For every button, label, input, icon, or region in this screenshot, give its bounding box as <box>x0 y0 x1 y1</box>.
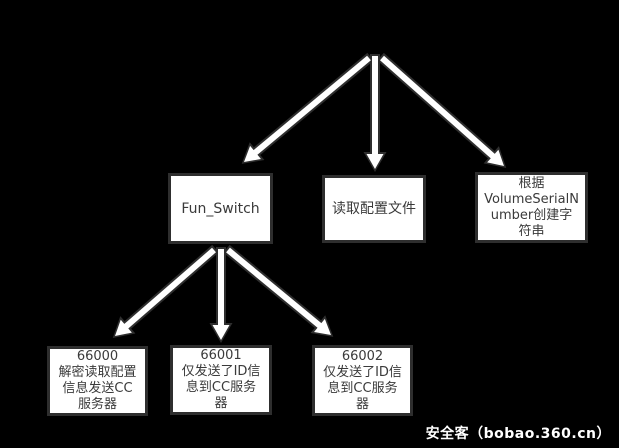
node-66000-label: 66000 解密读取配置 信息发送CC 服务器 <box>58 349 137 412</box>
node-fun-switch: Fun_Switch <box>168 173 273 244</box>
watermark-text: 安全客（bobao.360.cn） <box>425 426 611 442</box>
node-66002-label: 66002 仅发送了ID信 息到CC服务 器 <box>323 348 402 412</box>
node-volume-serial-label: 根据 VolumeSerialN umber创建字 符串 <box>484 175 579 239</box>
watermark: 安全客（bobao.360.cn） <box>426 423 611 443</box>
node-66000: 66000 解密读取配置 信息发送CC 服务器 <box>47 346 148 416</box>
node-fun-switch-label: Fun_Switch <box>181 200 260 217</box>
node-66002: 66002 仅发送了ID信 息到CC服务 器 <box>312 345 413 416</box>
node-66001: 66001 仅发送了ID信 息到CC服务 器 <box>170 345 272 415</box>
node-volume-serial: 根据 VolumeSerialN umber创建字 符串 <box>475 172 588 243</box>
node-read-config-label: 读取配置文件 <box>332 201 416 217</box>
node-read-config: 读取配置文件 <box>322 175 426 243</box>
node-66001-label: 66001 仅发送了ID信 息到CC服务 器 <box>181 348 261 411</box>
